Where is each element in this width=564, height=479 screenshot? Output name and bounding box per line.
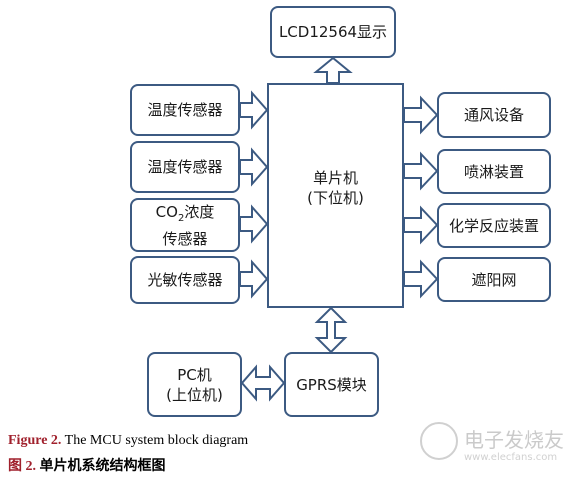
co2-sensor-line2: 传感器 [162,229,208,248]
temperature-sensor-label-2: 温度传感器 [147,158,223,176]
sunshade-box: 遮阳网 [437,257,551,302]
arrow-mcu-to-ventilation [403,95,439,135]
elecfans-logo-icon [420,422,458,460]
watermark-cn-text: 电子发烧友 [464,428,564,452]
arrow-light-to-mcu [239,259,269,299]
arrow-mcu-gprs-bidirectional [314,306,348,354]
caption-english-prefix: Figure 2. [8,433,62,448]
temperature-sensor-box-2: 温度传感器 [130,141,240,193]
temperature-sensor-box-1: 温度传感器 [130,84,240,136]
caption-english-text: The MCU system block diagram [61,433,249,448]
sprinkler-box: 喷淋装置 [437,149,551,194]
co2-sensor-line1: CO2浓度 [155,202,215,224]
arrow-temp2-to-mcu [239,147,269,187]
arrow-mcu-to-sunshade [403,259,439,299]
chemical-reaction-box: 化学反应装置 [437,203,551,248]
light-sensor-box: 光敏传感器 [130,256,240,304]
arrow-mcu-to-sprinkler [403,151,439,191]
pc-sublabel: (上位机) [166,385,223,404]
lcd-display-label: LCD12564显示 [278,23,388,41]
temperature-sensor-label-1: 温度传感器 [147,101,223,119]
gprs-module-label: GPRS模块 [296,375,367,394]
arrow-temp1-to-mcu [239,90,269,130]
sprinkler-label: 喷淋装置 [463,162,524,181]
caption-chinese-prefix: 图 2. [8,459,36,474]
arrow-mcu-to-chemical [403,205,439,245]
arrow-pc-gprs-bidirectional [240,364,286,402]
light-sensor-label: 光敏传感器 [147,271,223,289]
caption-chinese-text: 单片机系统结构框图 [36,459,166,474]
pc-box: PC机 (上位机) [147,352,242,417]
mcu-sublabel: (下位机) [307,188,364,207]
caption-english: Figure 2. The MCU system block diagram [8,433,248,449]
mcu-box: 单片机 (下位机) [267,83,404,308]
sunshade-label: 遮阳网 [471,270,517,289]
arrow-co2-to-mcu [239,204,269,244]
pc-label: PC机 [177,365,212,384]
watermark-url-text: www.elecfans.com [464,452,558,463]
lcd-display-box: LCD12564显示 [270,6,396,58]
co2-sensor-box: CO2浓度 传感器 [130,198,240,252]
arrow-mcu-to-lcd [313,56,353,84]
ventilation-box: 通风设备 [437,92,551,138]
caption-chinese: 图 2. 单片机系统结构框图 [8,455,166,475]
chemical-reaction-label: 化学反应装置 [448,216,539,235]
watermark: 电子发烧友 www.elecfans.com [420,420,564,474]
mcu-label: 单片机 [312,168,358,187]
ventilation-label: 通风设备 [463,106,524,124]
gprs-module-box: GPRS模块 [284,352,379,417]
